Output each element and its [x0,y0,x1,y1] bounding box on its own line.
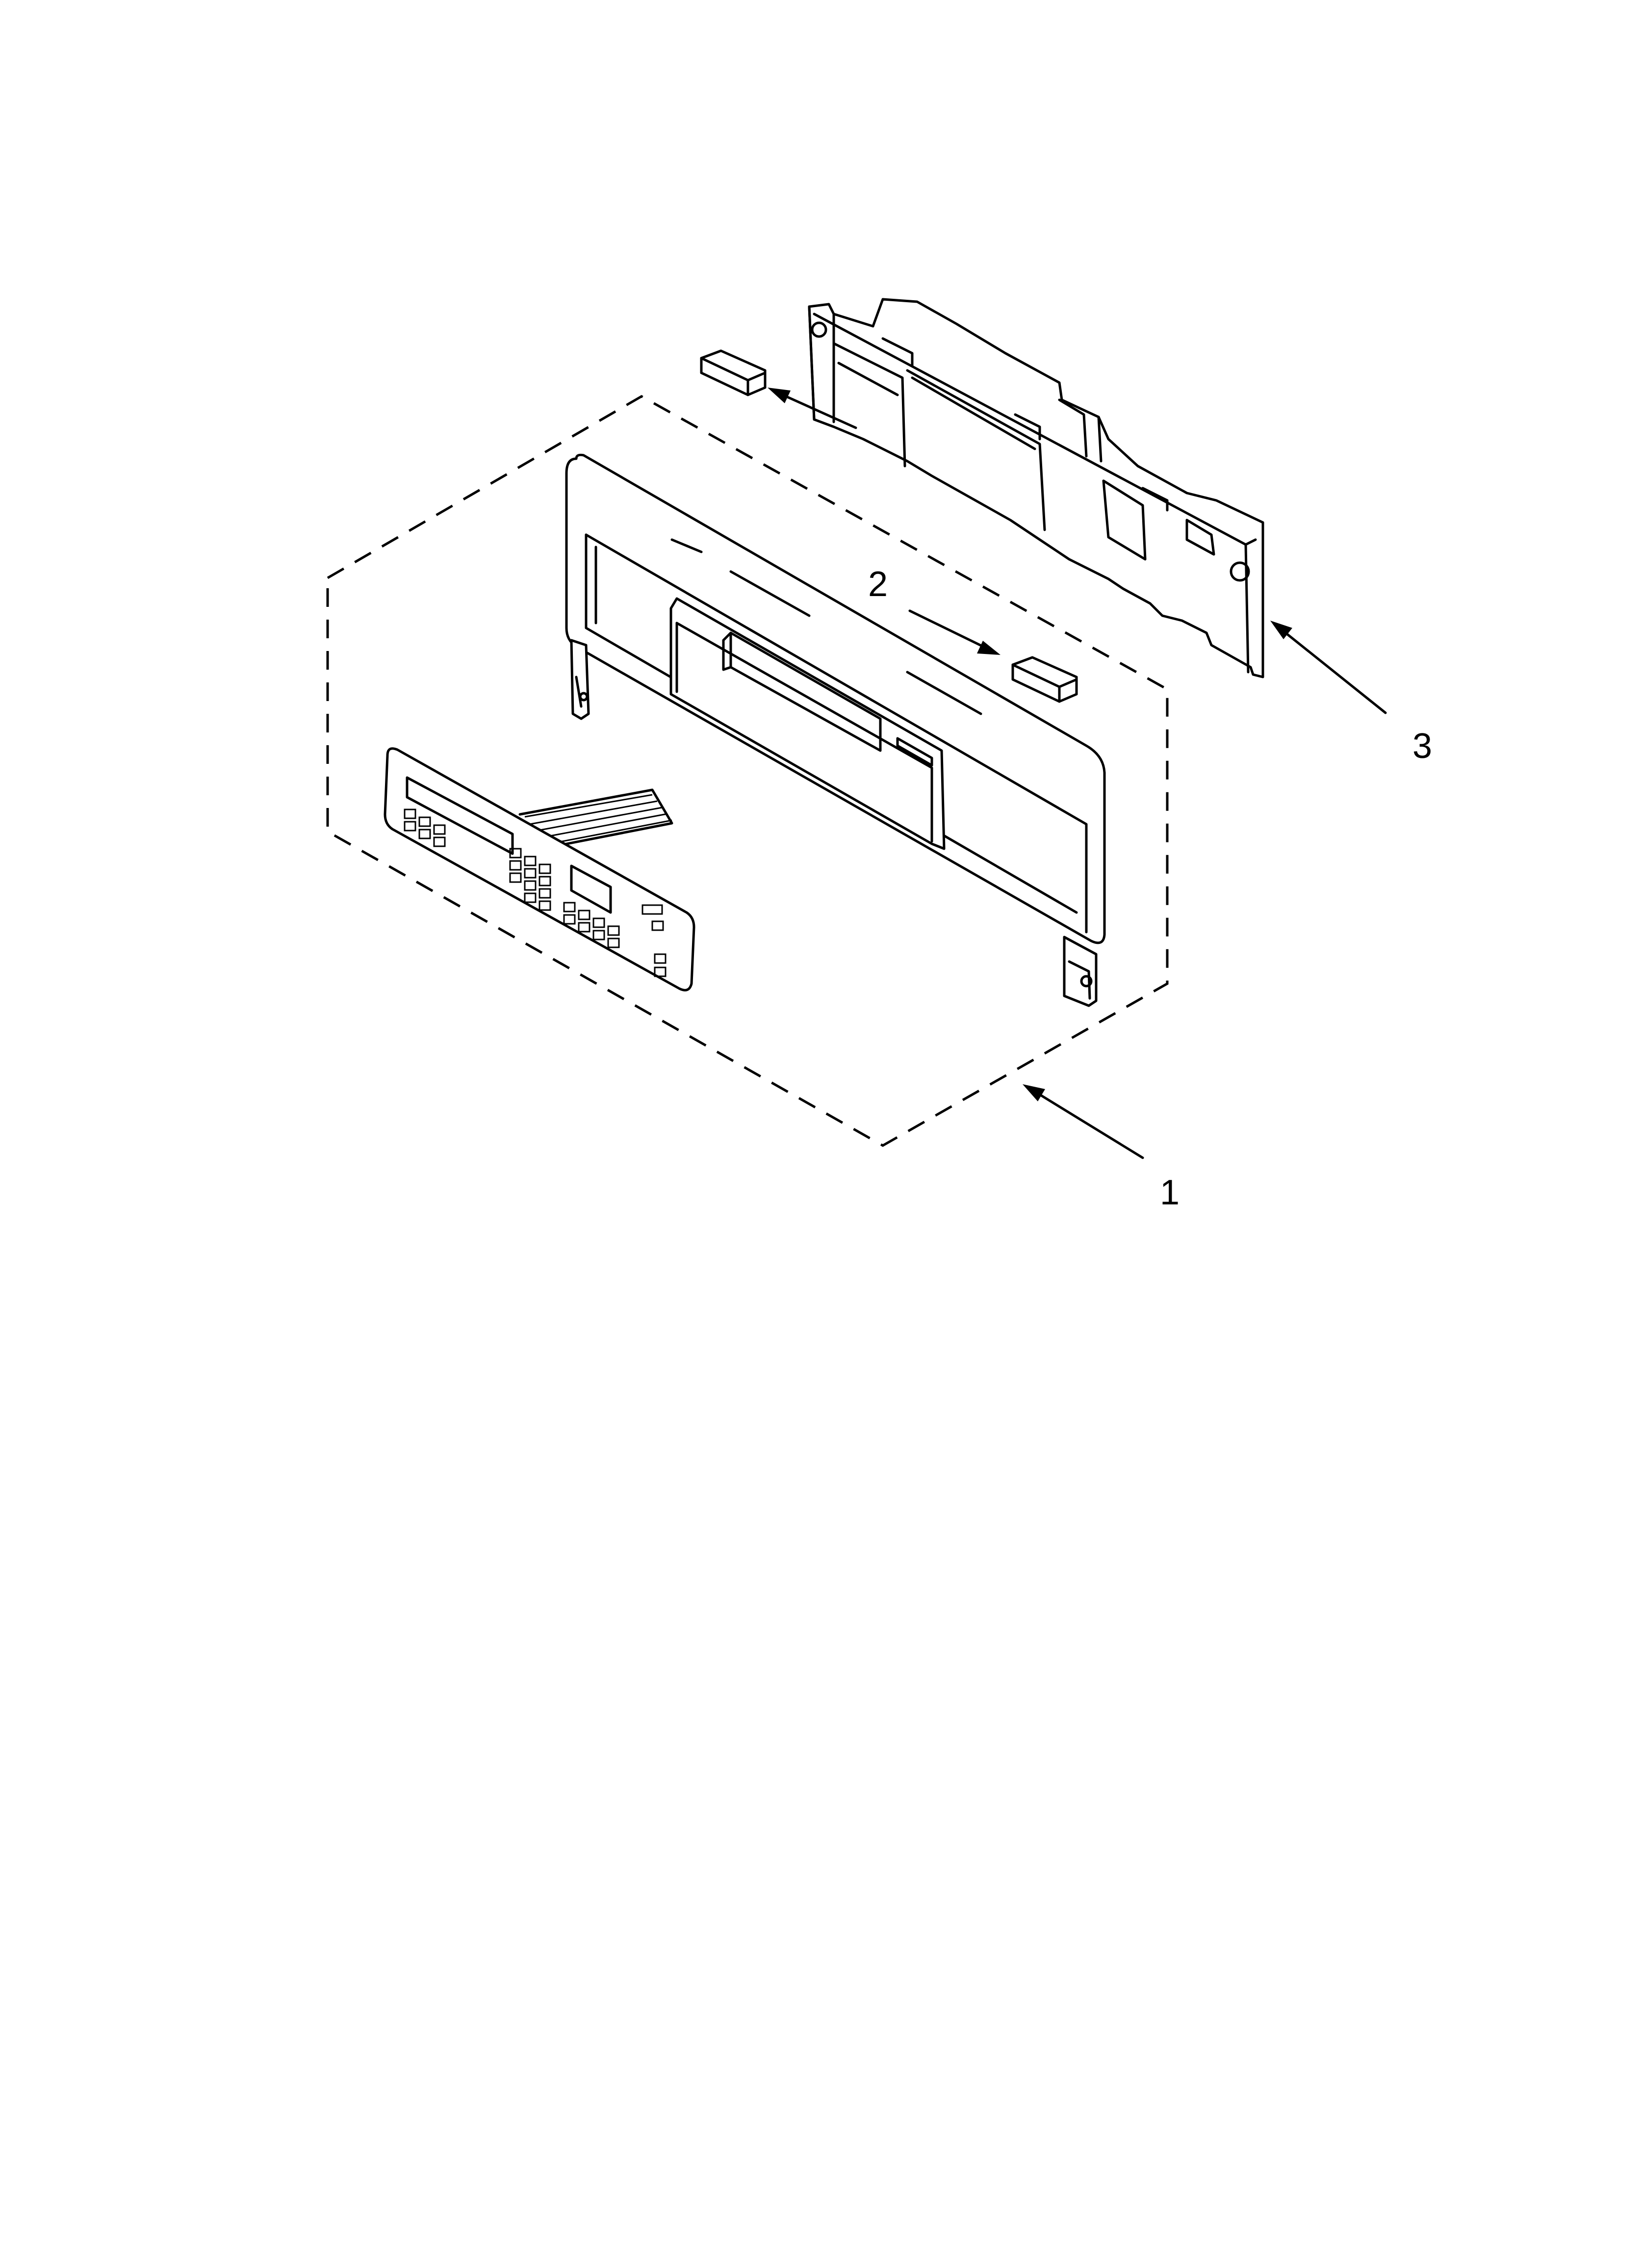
leader-arrow-3 [1270,621,1387,714]
pad-part-lower [1011,656,1078,703]
assembly-boundary-dashed [326,395,1169,1147]
leader-arrow-2-upper [768,388,857,429]
callout-label-3: 3 [1412,727,1432,766]
callout-label-1: 1 [1160,1173,1180,1212]
membrane-keypad-part [384,747,695,991]
control-board-part [808,298,1264,678]
pad-part-upper [700,349,767,396]
leader-arrow-1 [1023,1084,1144,1159]
control-panel-frame-part [565,453,1106,1007]
callout-label-2: 2 [868,565,888,604]
leader-arrow-2-lower [908,609,1001,655]
